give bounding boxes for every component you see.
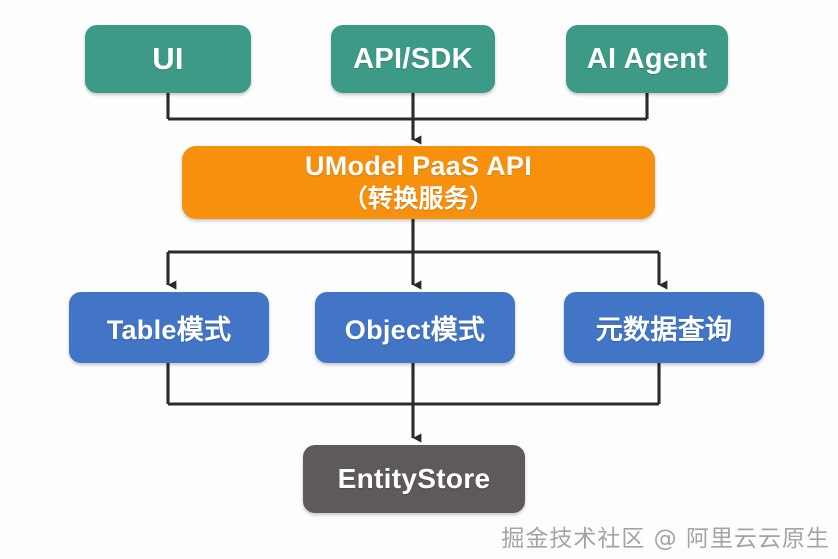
watermark-text: 掘金技术社区 @ 阿里云云原生 (501, 526, 830, 552)
node-metadata-query-label: 元数据查询 (595, 315, 733, 345)
node-object-mode[interactable]: Object模式 (315, 292, 515, 363)
node-metadata-query[interactable]: 元数据查询 (564, 292, 764, 363)
node-entity-store[interactable]: EntityStore (303, 445, 525, 513)
node-ui-label: UI (152, 41, 184, 76)
node-entity-store-label: EntityStore (337, 463, 491, 494)
node-umodel-paas-api[interactable]: UModel PaaS API （转换服务） (182, 146, 655, 219)
node-table-mode[interactable]: Table模式 (69, 292, 269, 363)
node-api-sdk-label: API/SDK (353, 42, 473, 75)
node-ai-agent[interactable]: AI Agent (566, 25, 728, 93)
node-umodel-paas-api-label-line1: UModel PaaS API (304, 151, 533, 181)
node-object-mode-label: Object模式 (344, 315, 486, 345)
node-table-mode-label: Table模式 (106, 315, 232, 345)
node-api-sdk[interactable]: API/SDK (331, 25, 495, 93)
node-ui[interactable]: UI (85, 25, 251, 93)
node-ai-agent-label: AI Agent (586, 42, 708, 75)
node-umodel-paas-api-label-line2: （转换服务） (342, 185, 495, 213)
